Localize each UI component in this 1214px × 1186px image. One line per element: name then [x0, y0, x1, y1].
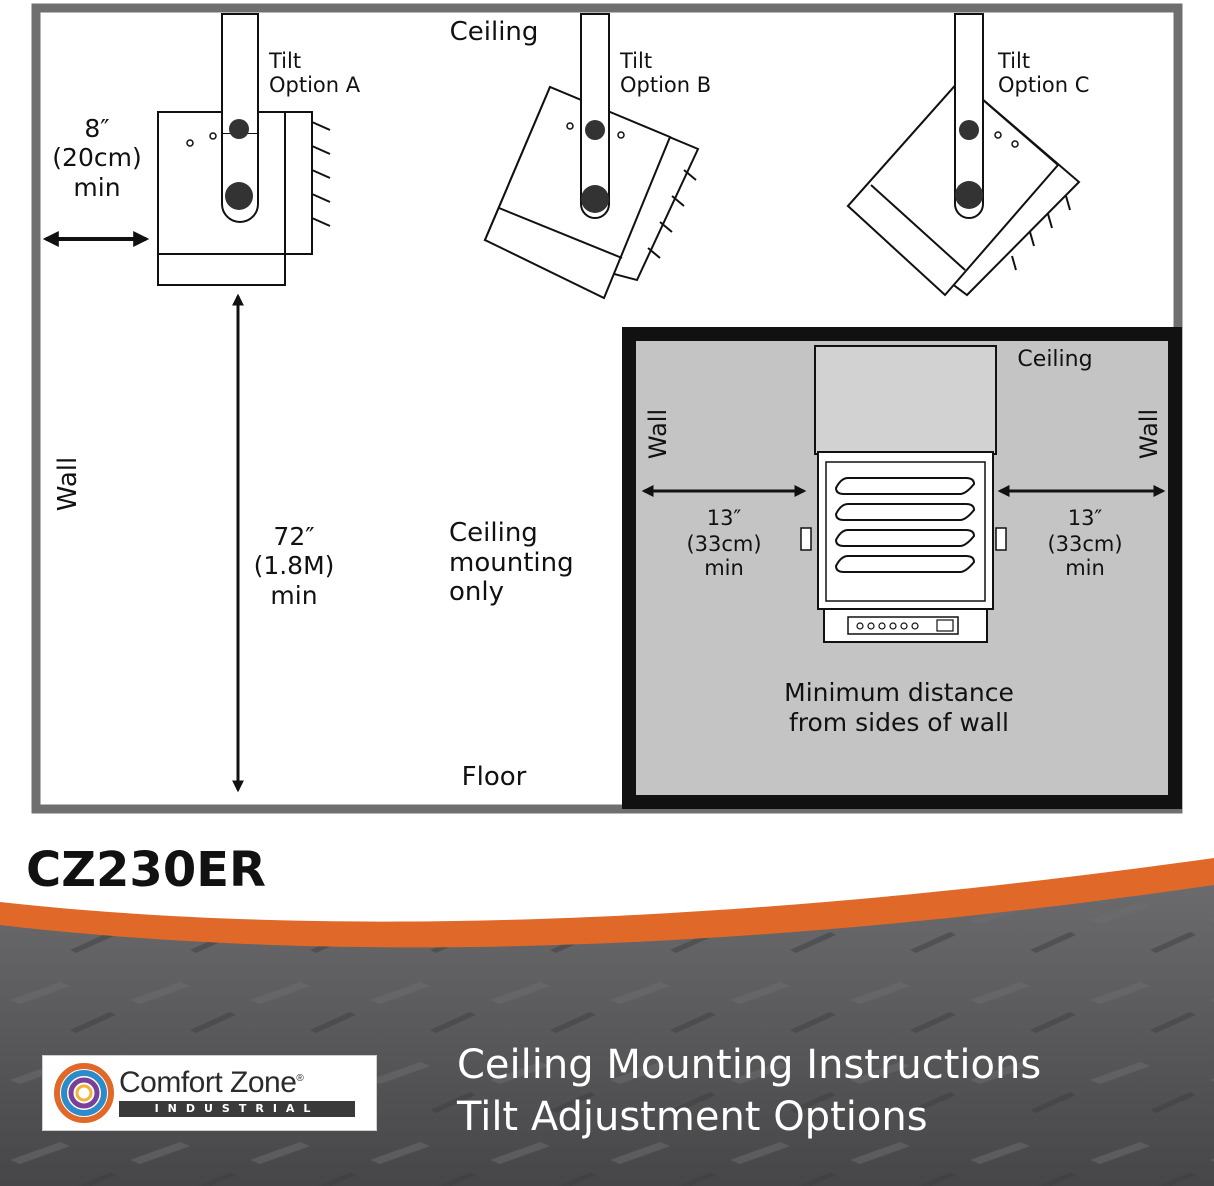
inset-caption: Minimum distance from sides of wall — [784, 678, 1014, 737]
footer-title-line2: Tilt Adjustment Options — [457, 1094, 928, 1140]
heater-tilt-option-c — [846, 13, 1081, 297]
svg-text:Tilt: Tilt — [997, 49, 1030, 73]
svg-text:(1.8M): (1.8M) — [254, 551, 335, 580]
heater-tilt-option-b — [483, 13, 700, 300]
svg-text:min: min — [270, 581, 317, 610]
side-clearance-label: 8″ (20cm) min — [52, 114, 141, 202]
tilt-option-b-label: Tilt Option B — [619, 49, 711, 97]
inset-left-wall-label: Wall — [644, 409, 672, 459]
wall-clearance-inset — [622, 327, 1182, 809]
inset-right-wall-label: Wall — [1135, 409, 1163, 459]
inset-ceiling-label: Ceiling — [1017, 347, 1092, 372]
svg-text:min: min — [1065, 556, 1105, 580]
svg-text:from sides of wall: from sides of wall — [789, 708, 1009, 737]
svg-text:(33cm): (33cm) — [1047, 532, 1122, 556]
floor-label: Floor — [462, 762, 527, 792]
svg-text:Option B: Option B — [620, 73, 711, 97]
svg-text:Tilt: Tilt — [619, 49, 652, 73]
heater-tilt-option-a — [157, 13, 331, 286]
svg-text:Option A: Option A — [269, 73, 361, 97]
svg-text:13″: 13″ — [707, 506, 742, 530]
ceiling-label: Ceiling — [450, 17, 539, 47]
wall-label: Wall — [53, 457, 83, 511]
svg-text:8″: 8″ — [84, 114, 109, 143]
inset-left-clearance-label: 13″ (33cm) min — [686, 506, 761, 580]
floor-clearance-label: 72″ (1.8M) min — [254, 522, 335, 610]
svg-text:Option C: Option C — [998, 73, 1089, 97]
logo-swirl-icon — [54, 1063, 114, 1123]
logo-name: Comfort Zone® — [119, 1066, 304, 1099]
footer-title-line1: Ceiling Mounting Instructions — [457, 1042, 1042, 1088]
svg-text:min: min — [73, 173, 120, 202]
svg-text:min: min — [704, 556, 744, 580]
svg-text:Ceiling: Ceiling — [449, 518, 538, 548]
svg-text:(20cm): (20cm) — [52, 143, 141, 172]
inset-right-clearance-label: 13″ (33cm) min — [1047, 506, 1122, 580]
comfort-zone-logo: Comfort Zone® INDUSTRIAL — [42, 1055, 377, 1131]
svg-text:13″: 13″ — [1068, 506, 1103, 530]
svg-text:mounting: mounting — [449, 548, 574, 578]
ceiling-mounting-note: Ceiling mounting only — [449, 518, 574, 607]
tilt-option-c-label: Tilt Option C — [997, 49, 1089, 97]
svg-text:Minimum distance: Minimum distance — [784, 678, 1014, 707]
model-number: CZ230ER — [26, 842, 266, 898]
logo-trademark: ® — [296, 1073, 304, 1084]
svg-text:(33cm): (33cm) — [686, 532, 761, 556]
tilt-option-a-label: Tilt Option A — [268, 49, 361, 97]
svg-text:72″: 72″ — [273, 522, 314, 551]
logo-subtitle: INDUSTRIAL — [119, 1101, 355, 1117]
svg-text:only: only — [449, 577, 504, 607]
svg-text:Tilt: Tilt — [268, 49, 301, 73]
